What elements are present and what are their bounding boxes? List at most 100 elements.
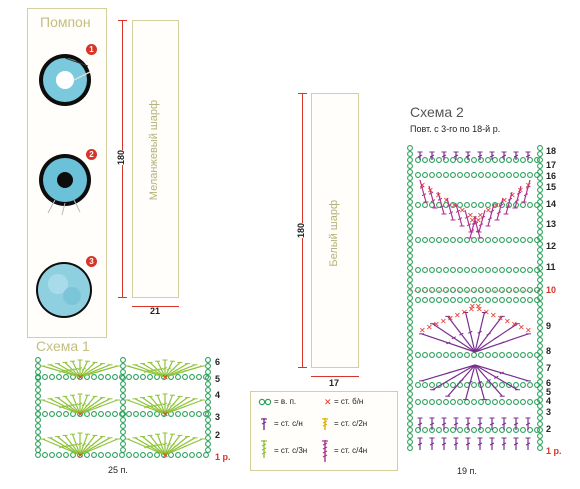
single-crochet-mark: ✕ xyxy=(525,181,532,190)
dc-stitch-bar xyxy=(525,154,531,158)
single-crochet-mark: ✕ xyxy=(485,206,492,215)
shell-stitch-bar xyxy=(96,445,101,449)
chain-stitch xyxy=(422,267,428,273)
trtr-stitch xyxy=(437,191,445,215)
chain-stitch xyxy=(120,405,126,411)
dc-stitch-bar xyxy=(441,422,447,426)
single-crochet-mark: ✕ xyxy=(435,191,442,200)
chain-stitch xyxy=(537,145,543,151)
shell-stitch-bar xyxy=(89,404,94,408)
shell-stitch-bar xyxy=(151,444,156,448)
chain-stitch xyxy=(35,435,41,441)
trtr-stitch xyxy=(478,209,486,233)
chain-stitch xyxy=(520,202,526,208)
shell-stitch-bar xyxy=(174,368,179,372)
chain-stitch xyxy=(126,374,132,380)
chain-stitch xyxy=(49,452,55,458)
chain-stitch xyxy=(457,287,463,293)
chain-stitch xyxy=(450,267,456,273)
trtr-stitch-bar xyxy=(505,205,511,209)
chain-stitch xyxy=(499,287,505,293)
chain-stitch xyxy=(120,399,126,405)
chain-stitch xyxy=(534,287,540,293)
trtr-stitch xyxy=(428,185,436,209)
legend-single-text: = ст. б/н xyxy=(334,397,364,406)
chain-stitch xyxy=(506,172,512,178)
chain-stitch xyxy=(42,411,48,417)
shell-stitch-bar xyxy=(162,402,168,406)
shell-stitch-bar xyxy=(89,368,94,372)
chain-stitch xyxy=(485,352,491,358)
shell-stitch-bar xyxy=(177,404,183,408)
chain-stitch xyxy=(98,411,104,417)
chain-stitch xyxy=(407,145,413,151)
chain-stitch xyxy=(407,247,413,253)
chain-stitch xyxy=(35,429,41,435)
chain-stitch xyxy=(457,157,463,163)
schema2-row-label: 7 xyxy=(546,363,552,373)
chain-stitch xyxy=(407,373,413,379)
chain-stitch xyxy=(98,374,104,380)
chain-stitch xyxy=(407,217,413,223)
chain-stitch xyxy=(140,452,146,458)
shell-stitch-bar xyxy=(159,443,164,447)
chain-stitch xyxy=(478,287,484,293)
chain-stitch xyxy=(537,331,543,337)
chain-stitch xyxy=(513,172,519,178)
shell-stitch-bar xyxy=(81,403,86,407)
shell-stitch-bar xyxy=(92,444,98,448)
chain-stitch xyxy=(429,237,435,243)
chain-stitch xyxy=(56,411,62,417)
chain-stitch xyxy=(537,427,543,433)
chain-stitch xyxy=(520,157,526,163)
schema2-title: Схема 2 xyxy=(410,104,464,120)
chain-stitch xyxy=(485,202,491,208)
chain-stitch xyxy=(513,399,519,405)
shell-stitch-bar xyxy=(62,444,68,448)
chain-icon xyxy=(264,398,272,406)
chain-stitch xyxy=(443,237,449,243)
schema2-row-label: 11 xyxy=(546,262,556,272)
single-crochet-icon: ✕ xyxy=(324,398,332,408)
fan-stitch-bar xyxy=(499,341,504,345)
chain-stitch xyxy=(415,297,421,303)
fan-stitch-bar xyxy=(451,375,457,379)
chain-stitch xyxy=(537,205,543,211)
schema1-row-1: 1 р. xyxy=(215,452,231,462)
chain-stitch xyxy=(492,287,498,293)
trtr-stitch xyxy=(523,179,531,203)
white-height-tick-bottom xyxy=(298,367,307,368)
single-crochet-mark: ✕ xyxy=(162,373,169,382)
single-crochet-mark: ✕ xyxy=(459,206,466,215)
dc-stitch-bar xyxy=(417,154,423,158)
single-crochet-mark: ✕ xyxy=(501,196,508,205)
chain-stitch xyxy=(91,411,97,417)
trtr-stitch-bar xyxy=(446,203,452,207)
scarf-white-width-line xyxy=(311,376,359,377)
chain-stitch xyxy=(537,181,543,187)
single-crochet-mark: ✕ xyxy=(504,317,511,326)
scarf-melange-width-line xyxy=(132,306,179,307)
chain-stitch xyxy=(407,349,413,355)
chain-stitch xyxy=(407,211,413,217)
chain-stitch xyxy=(492,297,498,303)
chain-stitch xyxy=(478,427,484,433)
chain-stitch xyxy=(205,441,211,447)
chain-stitch xyxy=(98,452,104,458)
chain-stitch xyxy=(407,235,413,241)
dc-stitch-bar xyxy=(477,154,483,158)
dc-stitch-bar xyxy=(441,154,447,158)
dc-stitch-bar xyxy=(417,422,423,426)
chain-stitch xyxy=(407,163,413,169)
chain-stitch xyxy=(407,187,413,193)
chain-stitch xyxy=(35,423,41,429)
chain-stitch xyxy=(147,452,153,458)
chain-stitch xyxy=(492,202,498,208)
chain-stitch xyxy=(407,397,413,403)
chain-stitch xyxy=(537,355,543,361)
shell-stitch-bar xyxy=(96,405,101,409)
dc-stitch-bar xyxy=(501,442,507,446)
chain-stitch xyxy=(407,325,413,331)
chain-stitch xyxy=(537,199,543,205)
chain-stitch xyxy=(407,421,413,427)
